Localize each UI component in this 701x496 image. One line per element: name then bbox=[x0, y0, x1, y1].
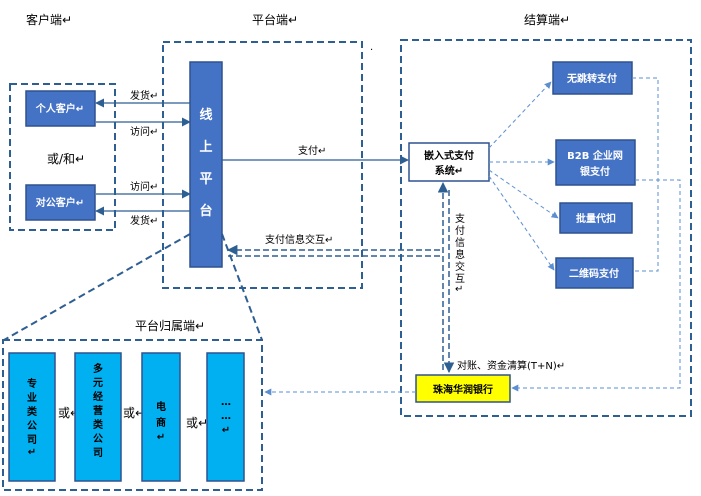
owner-char: 司 bbox=[93, 447, 103, 459]
platform-header: 平台端↵ bbox=[252, 12, 298, 27]
settlement-region bbox=[400, 39, 692, 417]
owner-char: 电 bbox=[156, 400, 166, 413]
personal-client-label: 个人客户↵ bbox=[35, 102, 84, 115]
owner-char: 业 bbox=[27, 391, 37, 404]
pay-info-vertical-char-2: 付 bbox=[455, 224, 465, 237]
b2b-pay-box[interactable] bbox=[555, 139, 636, 186]
platform-region bbox=[162, 41, 363, 289]
to-no-redirect-arrow bbox=[488, 81, 552, 149]
owner-item-more[interactable] bbox=[206, 352, 245, 482]
to-batch-arrow bbox=[488, 169, 559, 219]
owner-char: … bbox=[221, 411, 231, 422]
reconcile-label: 对账、资金清算(T+N)↵ bbox=[457, 359, 565, 372]
owner-char: ↵ bbox=[157, 432, 165, 443]
pay-info-vertical-char-4: 息 bbox=[455, 248, 465, 261]
pay-label: 支付↵ bbox=[298, 144, 326, 157]
or-and-label: 或/和↵ bbox=[47, 152, 85, 166]
owner-char: ↵ bbox=[28, 447, 36, 458]
corporate-client-box[interactable] bbox=[25, 184, 96, 221]
owner-char: 专 bbox=[27, 377, 37, 390]
owner-char: 类 bbox=[27, 405, 37, 418]
pay-info-vertical-char-6: 互 bbox=[455, 273, 465, 285]
to-qrcode-arrow bbox=[488, 175, 555, 271]
online-platform-char-3: 平 bbox=[199, 172, 212, 187]
settlement-header: 结算端↵ bbox=[524, 12, 570, 27]
online-platform-char-4: 台 bbox=[199, 203, 212, 219]
pay-info-vertical-char-5: 交 bbox=[455, 260, 465, 273]
bank-box[interactable] bbox=[415, 374, 511, 403]
visit-label-bottom: 访问↵ bbox=[130, 180, 158, 193]
owner-item-diversified-text: 多 元 经 营 类 公 司 bbox=[93, 362, 103, 459]
pay-info-vertical-char-3: 信 bbox=[455, 237, 465, 249]
owner-char: 元 bbox=[93, 377, 103, 389]
platform-owner-region bbox=[2, 339, 263, 491]
owner-char: 多 bbox=[93, 362, 103, 375]
callout-line-right bbox=[221, 233, 263, 341]
client-header: 客户端↵ bbox=[26, 12, 72, 27]
b2b-to-bank-connector bbox=[511, 179, 681, 392]
corporate-client-label: 对公客户↵ bbox=[36, 196, 84, 209]
embedded-payment-label-1: 嵌入式支付 bbox=[424, 149, 474, 162]
ship-label-top: 发货↵ bbox=[130, 89, 158, 102]
owner-char: 公 bbox=[93, 433, 103, 445]
qrcode-pay-box[interactable] bbox=[555, 257, 634, 289]
bank-label: 珠海华润银行 bbox=[433, 383, 493, 396]
pay-info-vertical-char-1: 支 bbox=[455, 213, 465, 225]
no-redirect-to-qrcode-connector bbox=[632, 77, 659, 272]
stray-mark: . bbox=[370, 42, 373, 53]
online-platform-char-1: 线 bbox=[199, 107, 212, 123]
owner-char: … bbox=[221, 397, 231, 408]
embedded-payment-box[interactable] bbox=[408, 142, 490, 182]
pay-info-vertical-char-7: ↵ bbox=[455, 284, 463, 295]
visit-label-top: 访问↵ bbox=[130, 125, 158, 138]
batch-debit-label: 批量代扣 bbox=[576, 212, 616, 225]
owner-char: 商 bbox=[156, 416, 166, 429]
online-platform-char-2: 上 bbox=[199, 140, 212, 155]
owner-item-ecommerce-text: 电 商 ↵ bbox=[156, 400, 166, 443]
owner-item-ecommerce[interactable] bbox=[141, 352, 181, 482]
personal-client-box[interactable] bbox=[25, 90, 96, 127]
ship-label-bottom: 发货↵ bbox=[130, 214, 158, 227]
owner-item-diversified[interactable] bbox=[74, 352, 122, 482]
batch-debit-box[interactable] bbox=[559, 202, 633, 234]
or-label-3: 或↵ bbox=[186, 416, 208, 430]
qrcode-pay-label: 二维码支付 bbox=[569, 267, 619, 280]
owner-char: 公 bbox=[27, 420, 37, 432]
owner-item-more-text: … … ↵ bbox=[221, 397, 231, 436]
or-label-2: 或↵ bbox=[123, 406, 145, 420]
online-platform-box[interactable] bbox=[189, 61, 223, 268]
owner-item-professional[interactable] bbox=[8, 352, 56, 482]
owner-char: ↵ bbox=[222, 425, 230, 436]
no-redirect-pay-label: 无跳转支付 bbox=[566, 72, 617, 85]
no-redirect-pay-box[interactable] bbox=[552, 61, 633, 95]
client-region bbox=[9, 83, 116, 231]
owner-char: 类 bbox=[93, 418, 103, 431]
owner-char: 司 bbox=[27, 434, 37, 446]
pay-info-exchange-label: 支付信息交互↵ bbox=[265, 233, 333, 246]
owner-char: 营 bbox=[93, 404, 103, 417]
owner-item-professional-text: 专 业 类 公 司 ↵ bbox=[27, 377, 37, 458]
platform-owner-header: 平台归属端↵ bbox=[135, 318, 205, 333]
b2b-pay-label-1: B2B 企业网 bbox=[567, 149, 623, 162]
callout-line-left bbox=[3, 233, 191, 341]
b2b-pay-label-2: 银支付 bbox=[580, 165, 610, 178]
owner-char: 经 bbox=[93, 390, 103, 403]
embedded-payment-label-2: 系统↵ bbox=[435, 164, 463, 177]
